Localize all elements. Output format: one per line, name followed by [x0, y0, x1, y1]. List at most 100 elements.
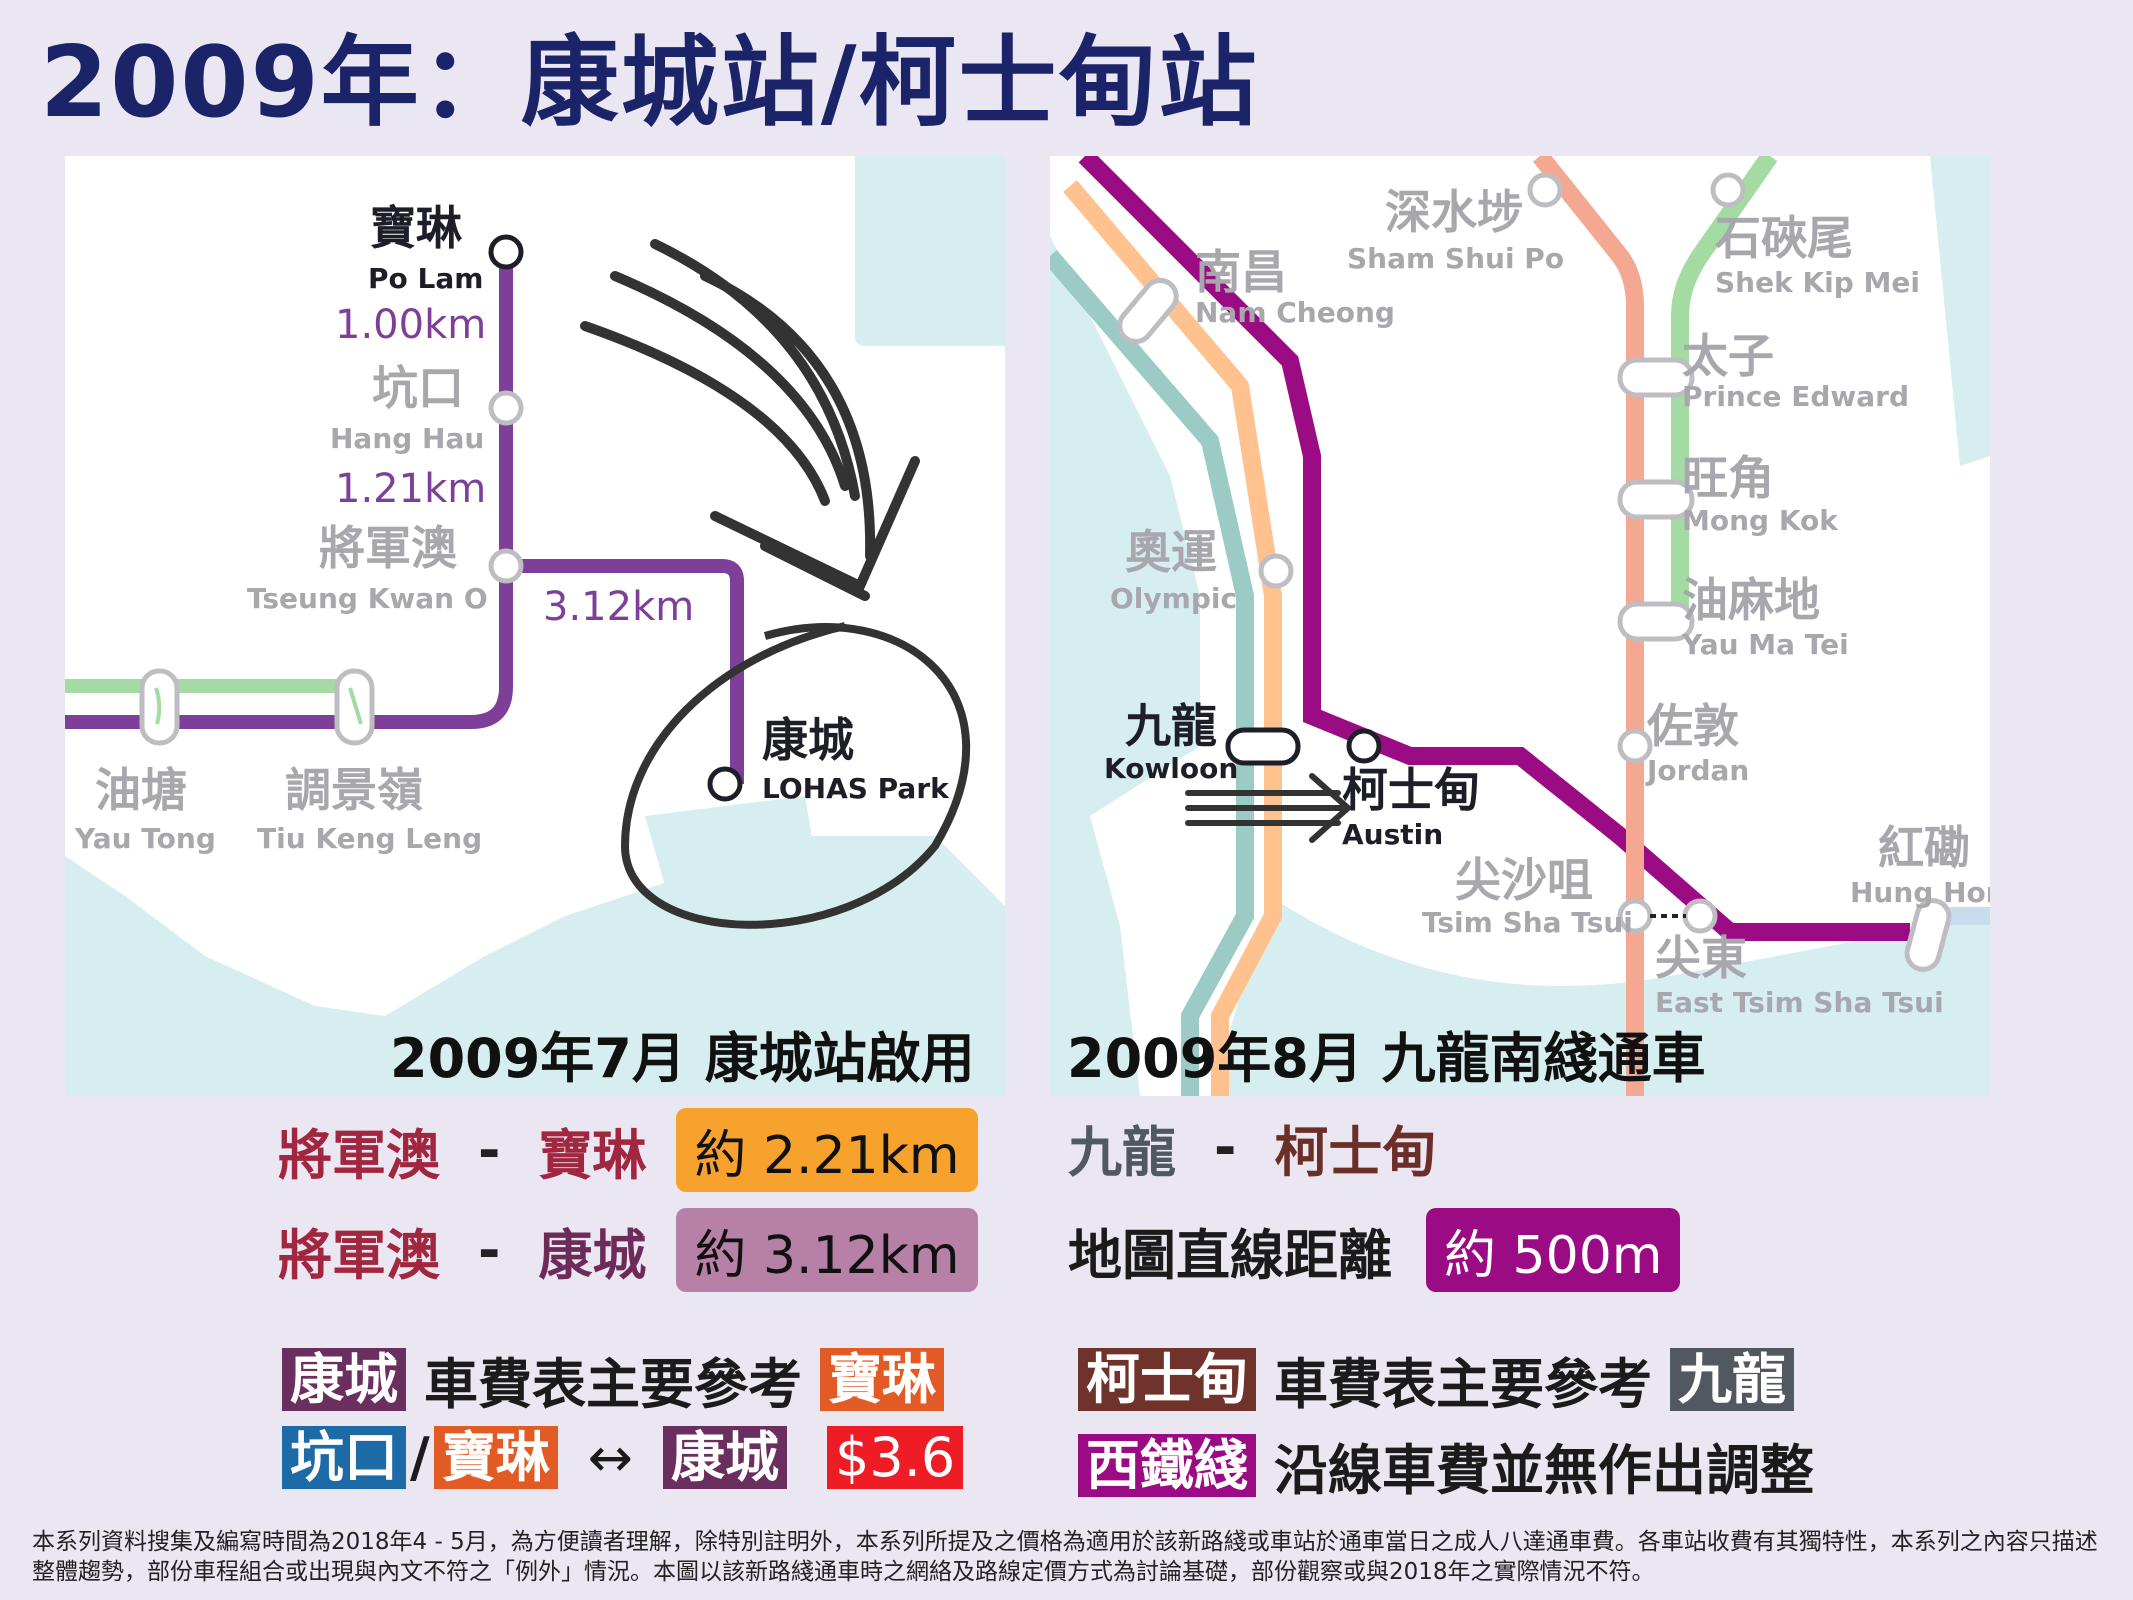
tko-line-main	[65, 252, 513, 729]
dash: -	[478, 1118, 501, 1182]
fare-price-tag: $3.6	[826, 1426, 964, 1490]
austin-en: Austin	[1342, 818, 1444, 851]
lohas-park-station-dot	[707, 766, 743, 802]
hand-drawn-arrow-icon	[580, 239, 920, 601]
lohas-park-en: LOHAS Park	[762, 772, 949, 805]
hang-hau-en: Hang Hau	[330, 422, 485, 455]
lohas-tag: 康城	[662, 1426, 787, 1490]
olympic-en: Olympic	[1110, 582, 1238, 615]
yau-ma-tei-en: Yau Ma Tei	[1682, 628, 1849, 661]
kowloon-station	[1225, 727, 1301, 766]
fare-right-row-2: 西鐵綫 沿線車費並無作出調整	[1078, 1426, 1832, 1505]
tsim-sha-tsui-en: Tsim Sha Tsui	[1422, 906, 1633, 939]
mong-kok-interchange	[1617, 479, 1695, 520]
nam-cheong-zh: 南昌	[1195, 245, 1287, 299]
tko-zh: 將軍澳	[319, 521, 457, 575]
austin-station-dot	[1346, 728, 1382, 764]
lohas-name: 康城	[538, 1223, 647, 1287]
po-lam-en: Po Lam	[368, 262, 484, 295]
prince-edward-interchange	[1617, 357, 1695, 398]
austin-name: 柯士甸	[1274, 1121, 1437, 1184]
compare-left-row-2: 將軍澳 - 康城 約 3.12km	[278, 1208, 978, 1292]
olympic-dot	[1258, 553, 1294, 589]
po-lam-tag: 寶琳	[820, 1347, 944, 1412]
po-lam-tag: 寶琳	[433, 1426, 558, 1490]
fare-left-row-2: 坑口 / 寶琳 ↔ 康城 $3.6	[282, 1426, 964, 1490]
distance-po-lam-hang-hau: 1.00km	[335, 302, 487, 348]
slash: /	[410, 1426, 430, 1490]
nam-cheong-en: Nam Cheong	[1195, 296, 1395, 329]
tkl-en: Tiu Keng Leng	[257, 822, 483, 855]
fare-reference-text: 車費表主要參考	[1274, 1353, 1652, 1416]
tko-name: 將軍澳	[278, 1223, 440, 1287]
sham-shui-po-en: Sham Shui Po	[1347, 242, 1565, 275]
hung-hom-interchange	[1904, 898, 1952, 972]
footnote: 本系列資料搜集及編寫時間為2018年4 - 5月，為方便讀者理解，除特別註明外，…	[32, 1529, 2098, 1585]
shek-kip-mei-en: Shek Kip Mei	[1715, 266, 1920, 299]
north-water	[855, 156, 1005, 346]
kowloon-southern-link-map: 深水埗 Sham Shui Po 石硤尾 Shek Kip Mei 南昌 Nam…	[1050, 156, 1990, 1096]
fare-reference-text: 車費表主要參考	[424, 1353, 802, 1416]
tko-name: 將軍澳	[278, 1123, 440, 1187]
yau-tong-en: Yau Tong	[75, 822, 216, 855]
kowloon-zh: 九龍	[1125, 699, 1217, 753]
kwun-tong-line	[1671, 156, 1778, 626]
tsuen-wan-line	[1532, 156, 1644, 1096]
austin-tag: 柯士甸	[1078, 1347, 1256, 1412]
west-water	[1050, 236, 1200, 1096]
distance-pill-mauve: 約 3.12km	[676, 1208, 978, 1292]
tko-en: Tseung Kwan O	[247, 582, 488, 615]
harbour-water	[1210, 896, 1990, 1096]
jordan-zh: 佐敦	[1647, 699, 1739, 753]
hand-drawn-circle	[620, 622, 971, 929]
tsim-sha-tsui-zh: 尖沙咀	[1455, 853, 1593, 907]
fare-left-row-1: 康城 車費表主要參考 寶琳	[282, 1340, 944, 1419]
compare-right-row-1: 九龍 - 柯士甸	[1068, 1108, 1436, 1187]
austin-zh: 柯士甸	[1342, 763, 1480, 817]
kowloon-name: 九龍	[1068, 1121, 1176, 1184]
olympic-zh: 奧運	[1125, 525, 1217, 579]
bidirectional-arrow-icon: ↔	[587, 1426, 633, 1490]
fare-right-row-1: 柯士甸 車費表主要參考 九龍	[1078, 1340, 1794, 1419]
yau-tong-zh: 油塘	[95, 763, 187, 817]
east-tst-zh: 尖東	[1655, 931, 1747, 985]
tkl-zh: 調景嶺	[285, 763, 423, 817]
kowloon-tag: 九龍	[1670, 1347, 1794, 1412]
right-map-caption: 2009年8月 九龍南綫通車	[1067, 1027, 1706, 1090]
west-rail-tag: 西鐵綫	[1078, 1433, 1256, 1498]
jordan-en: Jordan	[1647, 754, 1750, 787]
dash: -	[1214, 1116, 1237, 1179]
yau-ma-tei-interchange	[1617, 601, 1695, 642]
lohas-tag: 康城	[282, 1347, 406, 1412]
jordan-dot	[1617, 728, 1653, 764]
distance-tko-lohas: 3.12km	[543, 584, 695, 630]
yau-ma-tei-zh: 油麻地	[1682, 573, 1820, 627]
mong-kok-en: Mong Kok	[1682, 504, 1838, 537]
po-lam-station-dot	[488, 234, 524, 270]
straight-line-distance-label: 地圖直線距離	[1068, 1223, 1392, 1287]
east-water	[1930, 156, 1990, 466]
kowloon-map-graphic	[1050, 156, 1990, 1096]
east-tst-dot	[1682, 898, 1718, 934]
tko-station-dot	[488, 548, 524, 584]
hang-hau-zh: 坑口	[372, 361, 464, 415]
lohas-park-zh: 康城	[762, 713, 854, 767]
hang-hau-station-dot	[488, 390, 524, 426]
nam-cheong-interchange	[1117, 277, 1179, 345]
dash: -	[478, 1218, 501, 1282]
tko-line-map: 寶琳 Po Lam 1.00km 坑口 Hang Hau 1.21km 將軍澳 …	[65, 156, 1005, 1096]
kowloon-en: Kowloon	[1104, 752, 1239, 785]
prince-edward-en: Prince Edward	[1682, 380, 1909, 413]
hang-hau-tag: 坑口	[282, 1426, 406, 1490]
left-map-caption: 2009年7月 康城站啟用	[390, 1027, 975, 1090]
compare-left-row-1: 將軍澳 - 寶琳 約 2.21km	[278, 1108, 978, 1192]
page-title: 2009年：康城站/柯士甸站	[40, 26, 1259, 140]
po-lam-name: 寶琳	[538, 1123, 647, 1187]
distance-pill-purple: 約 500m	[1426, 1208, 1681, 1292]
hung-hom-en: Hung Hom	[1850, 876, 1990, 909]
shek-kip-mei-zh: 石硤尾	[1715, 211, 1853, 265]
sham-shui-po-dot	[1527, 172, 1563, 208]
compare-right-row-2: 地圖直線距離 約 500m	[1068, 1208, 1681, 1292]
east-tst-en: East Tsim Sha Tsui	[1655, 986, 1944, 1019]
prince-edward-zh: 太子	[1682, 329, 1774, 383]
